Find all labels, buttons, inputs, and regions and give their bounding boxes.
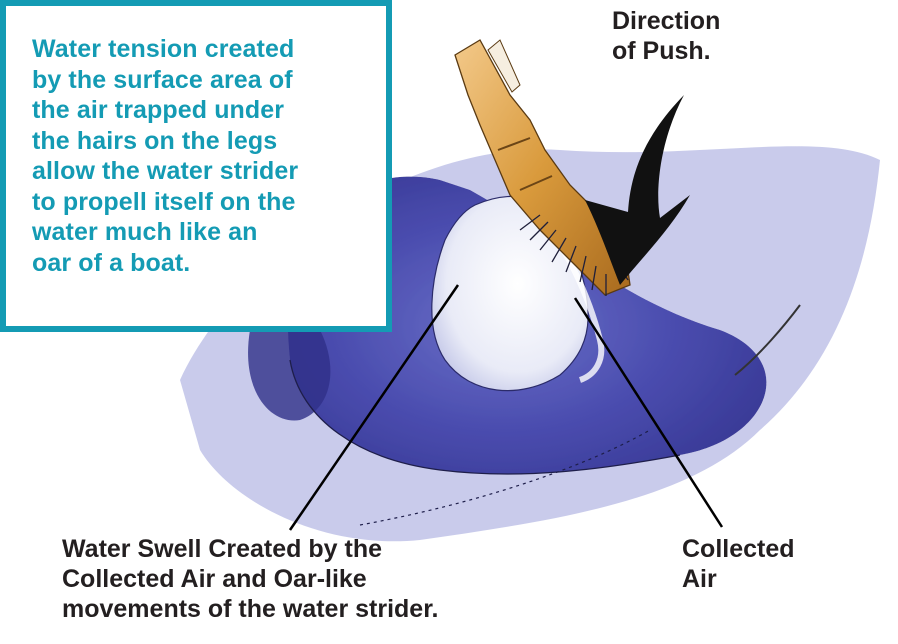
water-swell-label: Water Swell Created by the Collected Air… [62,534,439,624]
callout-text: Water tension created by the surface are… [32,34,372,278]
callout-box: Water tension created by the surface are… [0,0,392,332]
collected-air-label: Collected Air [682,534,795,594]
direction-of-push-label: Direction of Push. [612,6,720,66]
